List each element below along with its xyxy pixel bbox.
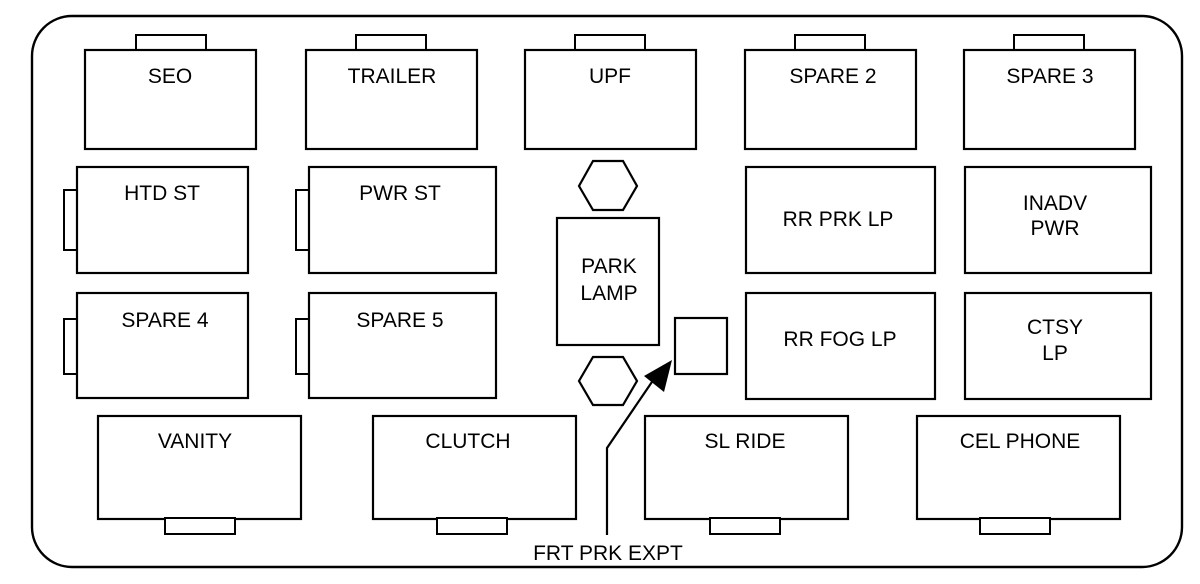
fuse-pwr-st: PWR ST	[295, 165, 498, 275]
fuse-label: SPARE 4	[121, 309, 208, 332]
fuse-label: RR PRK LP	[783, 208, 894, 231]
fuse-vanity: VANITY	[96, 414, 303, 535]
callout-leader-line	[605, 375, 657, 535]
callout-arrowhead	[644, 360, 672, 392]
fuse-rr-fog-lp: RR FOG LP	[744, 291, 937, 401]
fuse-label: TRAILER	[348, 65, 437, 88]
hex-bolt-bottom	[577, 355, 639, 407]
fuse-label: SPARE 2	[789, 65, 876, 88]
fuse-label: SPARE 3	[1006, 65, 1093, 88]
fuse-label: SPARE 5	[356, 309, 443, 332]
fuse-label: SL RIDE	[705, 430, 786, 453]
fuse-cel-phone: CEL PHONE	[915, 414, 1122, 535]
fuse-spare-3: SPARE 3	[962, 34, 1137, 151]
relay-label: LAMP	[580, 282, 637, 305]
fuse-trailer: TRAILER	[304, 34, 479, 151]
fuse-label: VANITY	[158, 430, 232, 453]
fuse-ctsy-lp: CTSY LP	[963, 291, 1153, 401]
fuse-label: PWR ST	[359, 182, 441, 205]
relay-park-lamp: PARK LAMP	[555, 216, 661, 347]
fuse-label: INADV	[1023, 192, 1087, 215]
hex-bolt-top	[577, 159, 639, 212]
fuse-label: CTSY	[1027, 316, 1083, 339]
fuse-label: LP	[1042, 342, 1068, 365]
fuse-sl-ride: SL RIDE	[643, 414, 850, 535]
fuse-seo: SEO	[83, 34, 258, 151]
fuse-upf: UPF	[523, 34, 698, 151]
fuse-label: CLUTCH	[425, 430, 510, 453]
fuse-spare-2: SPARE 2	[743, 34, 918, 151]
fuse-inadv-pwr: INADV PWR	[963, 165, 1153, 275]
relay-label: PARK	[581, 255, 637, 278]
fuse-label: RR FOG LP	[783, 328, 896, 351]
fuse-label: PWR	[1031, 217, 1080, 240]
fuse-label: HTD ST	[124, 182, 200, 205]
fuse-label: SEO	[148, 65, 192, 88]
fuse-htd-st: HTD ST	[63, 165, 250, 275]
fuse-rr-prk-lp: RR PRK LP	[744, 165, 937, 275]
fuse-label: CEL PHONE	[960, 430, 1081, 453]
fuse-spare-5: SPARE 5	[295, 291, 498, 400]
callout-label: FRT PRK EXPT	[533, 542, 683, 565]
fuse-spare-4: SPARE 4	[63, 291, 250, 400]
fuse-label: UPF	[589, 65, 631, 88]
fuse-clutch: CLUTCH	[371, 414, 578, 535]
frt-prk-expt-terminal	[673, 316, 729, 376]
